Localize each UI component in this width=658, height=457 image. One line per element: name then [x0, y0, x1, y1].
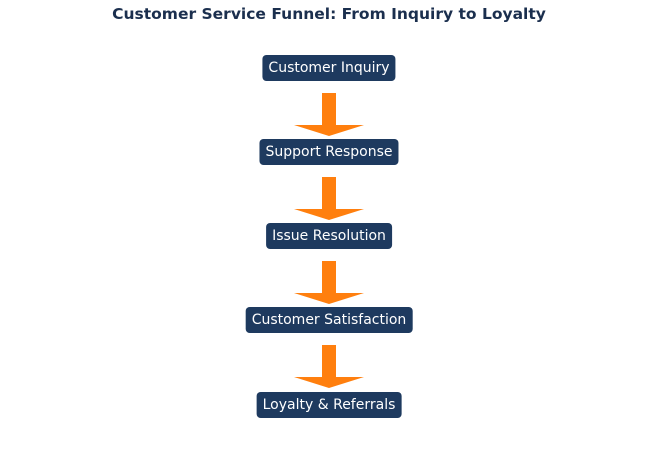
stage-customer-inquiry: Customer Inquiry — [262, 55, 396, 81]
flow-arrow-2 — [294, 177, 364, 220]
stage-customer-satisfaction: Customer Satisfaction — [245, 307, 413, 333]
flow-arrow-4 — [294, 345, 364, 388]
stage-support-response: Support Response — [259, 139, 399, 165]
stage-loyalty-referrals: Loyalty & Referrals — [256, 392, 402, 418]
flow-arrow-3 — [294, 261, 364, 304]
diagram-title: Customer Service Funnel: From Inquiry to… — [112, 5, 546, 23]
stage-issue-resolution: Issue Resolution — [266, 223, 392, 249]
flow-arrow-1 — [294, 93, 364, 136]
